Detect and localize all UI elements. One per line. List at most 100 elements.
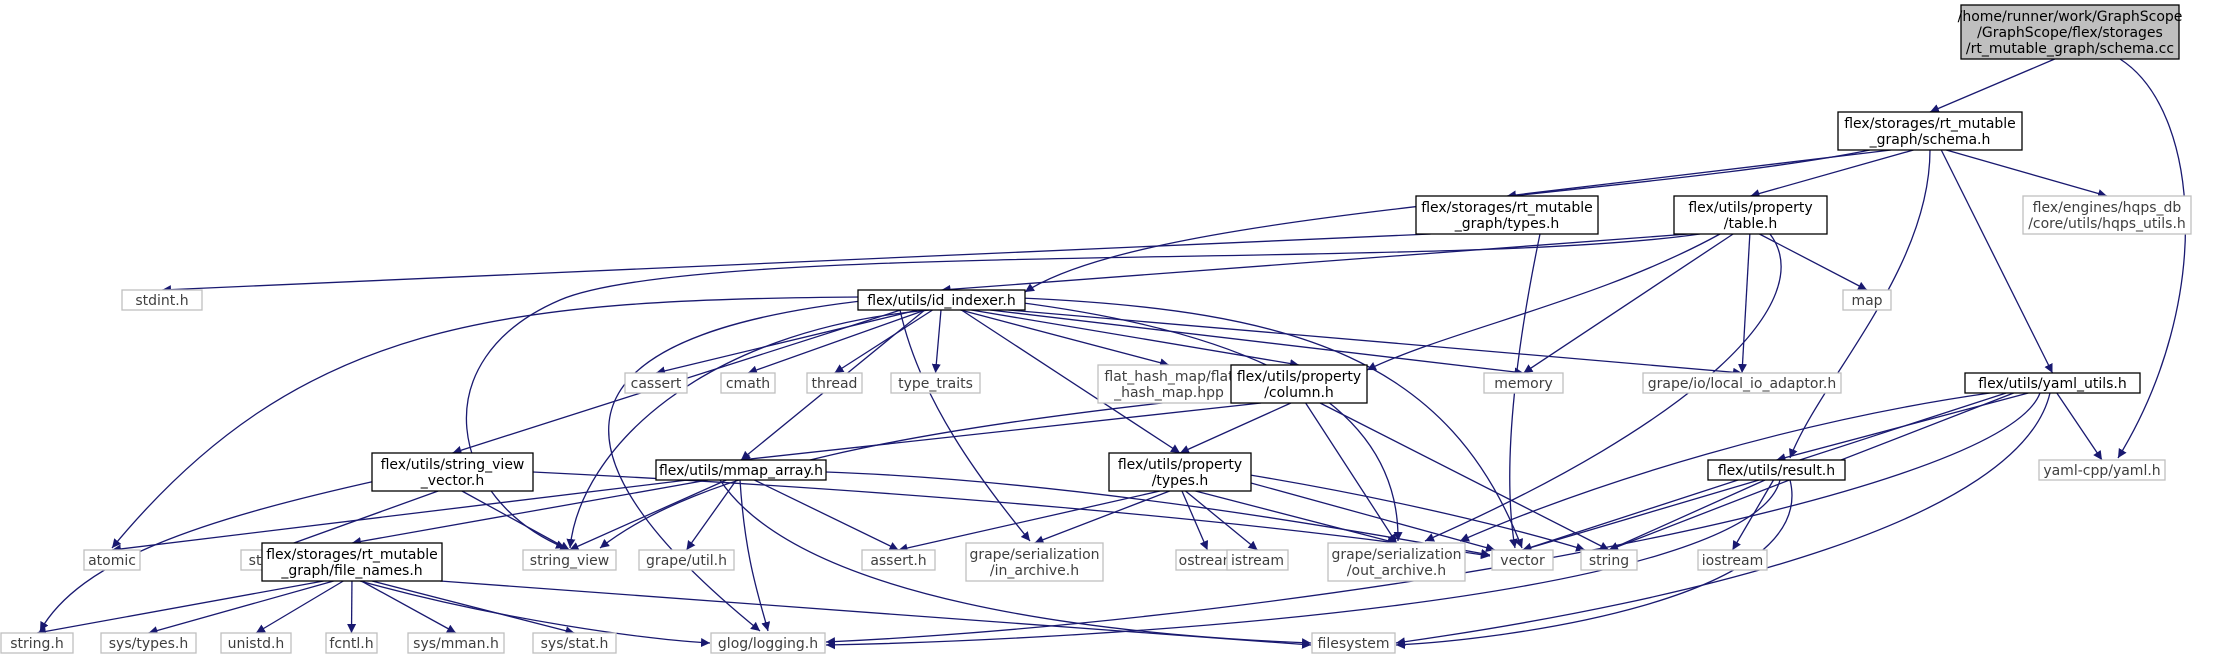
edge-table_h-to-memory <box>1523 233 1734 374</box>
node-box <box>710 632 826 654</box>
node-string-view: string_view <box>522 549 617 571</box>
edge-table_h-to-id_indexer <box>941 233 1689 294</box>
edge-file_names-to-sys_mman <box>361 580 457 634</box>
node-label-line: flex/utils/yaml_utils.h <box>1978 376 2127 392</box>
node-box <box>624 372 688 394</box>
node-box <box>261 542 443 582</box>
edge-ptypes-to-assert_h <box>898 490 1161 553</box>
edge-file_names-to-string_h <box>36 580 324 636</box>
node-box <box>1837 111 2023 151</box>
edge-arrow <box>655 309 918 376</box>
node-root[interactable]: /home/runner/work/GraphScope/GraphScope/… <box>1958 4 2183 60</box>
node-label-line: grape/io/local_io_adaptor.h <box>1648 376 1836 392</box>
edge-arrow <box>1459 392 1991 542</box>
edge-arrow <box>1946 149 2108 198</box>
edge-table_h-to-out_archive <box>1424 233 1782 542</box>
edge-arrow <box>740 402 1262 464</box>
node-out-archive: grape/serialization/out_archive.h <box>1327 542 1466 582</box>
node-file-names[interactable]: flex/storages/rt_mutable_graph/file_name… <box>261 542 443 582</box>
edge-arrow <box>1185 490 1258 551</box>
node-string: string <box>1580 549 1638 571</box>
node-box <box>522 549 617 571</box>
node-box <box>638 549 735 571</box>
edge-root-to-yaml_cpp <box>2117 58 2187 459</box>
edge-ptypes-to-vector <box>1239 479 1496 552</box>
edge-arrow <box>931 309 942 374</box>
node-box <box>325 632 378 654</box>
node-fcntl: fcntl.h <box>325 632 378 654</box>
edge-id_indexer-to-type_traits <box>931 309 942 374</box>
edge-arrow <box>961 309 1181 454</box>
node-string-h: string.h <box>0 632 74 654</box>
edge-arrow <box>1395 479 1793 650</box>
node-label-line: flex/utils/result.h <box>1718 463 1835 479</box>
edge-arrow <box>747 309 926 375</box>
node-box <box>1230 364 1368 404</box>
node-id-indexer[interactable]: flex/utils/id_indexer.h <box>857 289 1026 311</box>
edge-arrow <box>825 479 1781 650</box>
edge-result_h-to-glog <box>825 479 1781 650</box>
edge-arrow <box>111 479 688 554</box>
node-yaml-utils[interactable]: flex/utils/yaml_utils.h <box>1964 372 2141 394</box>
node-box <box>0 632 74 654</box>
node-box <box>890 372 981 394</box>
node-label-line: /out_archive.h <box>1347 563 1446 579</box>
node-label-line: stdint.h <box>135 293 188 309</box>
node-box <box>965 542 1104 582</box>
edge-table_h-to-map <box>1759 233 1868 291</box>
edge-table_h-to-local_io <box>1738 233 1751 374</box>
node-label-line: yaml-cpp/yaml.h <box>2043 463 2160 479</box>
node-label-line: flex/utils/property <box>1237 369 1361 385</box>
node-box <box>100 632 197 654</box>
node-svv[interactable]: flex/utils/string_view_vector.h <box>371 452 534 492</box>
node-box <box>2022 195 2192 235</box>
node-schema-h[interactable]: flex/storages/rt_mutable_graph/schema.h <box>1837 111 2023 151</box>
node-cassert: cassert <box>624 372 688 394</box>
node-ptypes[interactable]: flex/utils/property/types.h <box>1108 452 1252 492</box>
edge-arrow <box>1522 479 1760 552</box>
edge-arrow <box>608 299 871 632</box>
node-column-h[interactable]: flex/utils/property/column.h <box>1230 364 1368 404</box>
edge-arrow <box>1731 479 1775 551</box>
node-map: map <box>1842 289 1892 311</box>
node-istream: istream <box>1226 549 1289 571</box>
node-label-line: flex/utils/property <box>1688 200 1812 216</box>
node-label-line: flex/storages/rt_mutable <box>1844 116 2016 132</box>
node-label-line: grape/serialization <box>1331 547 1461 563</box>
edge-arrow <box>2117 58 2187 459</box>
edge-id_indexer-to-in_archive <box>899 309 1031 542</box>
node-types-h[interactable]: flex/storages/rt_mutable_graph/types.h <box>1415 195 1599 235</box>
node-vector: vector <box>1491 549 1554 571</box>
edge-id_indexer-to-flat_hash <box>960 309 1170 368</box>
node-type-traits: type_traits <box>890 372 981 394</box>
edge-mmap-to-atomic <box>111 479 688 554</box>
node-label-line: flex/utils/string_view <box>381 457 525 473</box>
node-box <box>655 459 827 481</box>
edge-ptypes-to-in_archive <box>1034 490 1170 544</box>
edge-arrow <box>971 309 1300 368</box>
edge-arrow <box>1305 402 1398 544</box>
node-box <box>720 372 776 394</box>
edge-arrow <box>1008 309 1743 377</box>
node-box <box>1580 549 1638 571</box>
edge-arrow <box>1034 490 1170 544</box>
node-table-h[interactable]: flex/utils/property/table.h <box>1673 195 1828 235</box>
node-result-h[interactable]: flex/utils/result.h <box>1707 459 1846 481</box>
node-box <box>1697 549 1768 571</box>
edge-schema_h-to-hqps_utils <box>1946 149 2108 198</box>
node-mmap[interactable]: flex/utils/mmap_array.h <box>655 459 827 481</box>
node-label-line: /in_archive.h <box>990 563 1079 579</box>
node-flat-hash: flat_hash_map/flat_hash_map.hpp <box>1097 364 1241 404</box>
node-label-line: _hash_map.hpp <box>1113 385 1224 401</box>
node-box <box>1311 632 1396 654</box>
node-box <box>220 632 292 654</box>
node-box <box>1960 4 2180 60</box>
edge-column_h-to-string_view <box>599 394 1236 549</box>
node-glog: glog/logging.h <box>710 632 826 654</box>
node-box <box>83 549 141 571</box>
node-label-line: /column.h <box>1264 385 1334 401</box>
nodes-layer: /home/runner/work/GraphScope/GraphScope/… <box>0 4 2192 654</box>
node-box <box>1415 195 1599 235</box>
edge-arrow <box>566 309 931 549</box>
node-label-line: sys/mman.h <box>413 636 499 652</box>
